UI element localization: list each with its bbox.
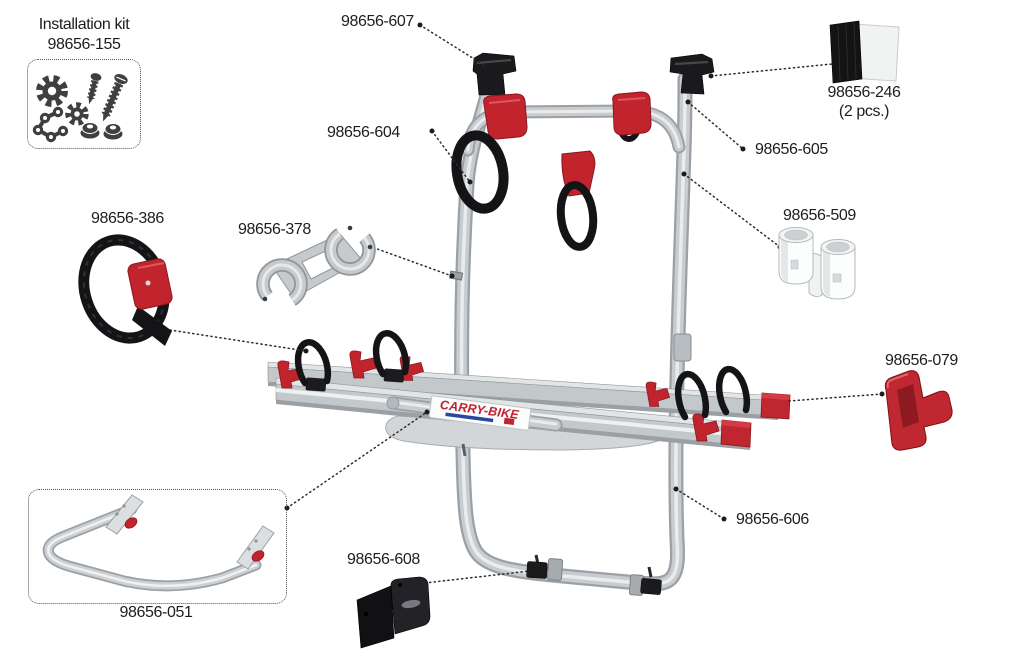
part-051-bar xyxy=(42,494,275,592)
gear-icon xyxy=(36,75,89,126)
front-bar: CARRY-BIKE xyxy=(386,395,563,432)
part-386-strap xyxy=(78,234,173,346)
part-608-bracket xyxy=(356,576,431,649)
support-bar-box xyxy=(28,489,287,604)
rail-assembly: CARRY-BIKE xyxy=(267,330,791,457)
chain-icon xyxy=(32,106,69,143)
bike-frame-holder-left xyxy=(451,93,528,214)
label-98656-604: 98656-604 xyxy=(327,124,400,141)
part-378-spanner xyxy=(256,224,376,310)
wheel-straps xyxy=(294,330,751,421)
leader-lines xyxy=(169,22,885,584)
label-98656-606: 98656-606 xyxy=(736,511,809,528)
bike-frame-holder-center xyxy=(556,150,598,251)
bottom-tube-fittings xyxy=(526,554,662,596)
tube-sleeve xyxy=(673,333,692,362)
top-clamp-right xyxy=(669,53,715,95)
label-98656-608: 98656-608 xyxy=(347,551,420,568)
label-98656-605: 98656-605 xyxy=(755,141,828,158)
bike-frame-holder-right xyxy=(612,91,652,142)
sticker-blue-strip xyxy=(445,412,494,423)
part-509-holder xyxy=(778,227,856,300)
push-nuts-icon xyxy=(80,122,123,140)
label-98656-509: 98656-509 xyxy=(783,207,856,224)
label-98656-607: 98656-607 xyxy=(341,13,414,30)
kit-title: Installation kit xyxy=(38,16,130,33)
top-clamp-left xyxy=(472,52,517,96)
carry-bike-sticker: CARRY-BIKE xyxy=(428,395,532,431)
screws-icon xyxy=(87,73,128,122)
label-98656-051: 98656-051 xyxy=(119,604,193,621)
under-tray xyxy=(385,415,661,451)
part-246-pads xyxy=(829,20,900,84)
label-98656-246: 98656-246 xyxy=(827,84,901,101)
sticker-flag xyxy=(503,417,515,426)
label-98656-079: 98656-079 xyxy=(885,352,958,369)
label-98656-378: 98656-378 xyxy=(238,221,311,238)
installation-kit-box xyxy=(27,59,141,149)
part-079-clip xyxy=(884,370,953,451)
rack-frame xyxy=(448,52,715,596)
installation-kit-icons xyxy=(32,73,128,143)
label-98656-386: 98656-386 xyxy=(91,210,164,227)
label-98656-246-qty: (2 pcs.) xyxy=(838,103,890,120)
crossbar xyxy=(461,104,686,157)
kit-number: 98656-155 xyxy=(47,36,121,53)
